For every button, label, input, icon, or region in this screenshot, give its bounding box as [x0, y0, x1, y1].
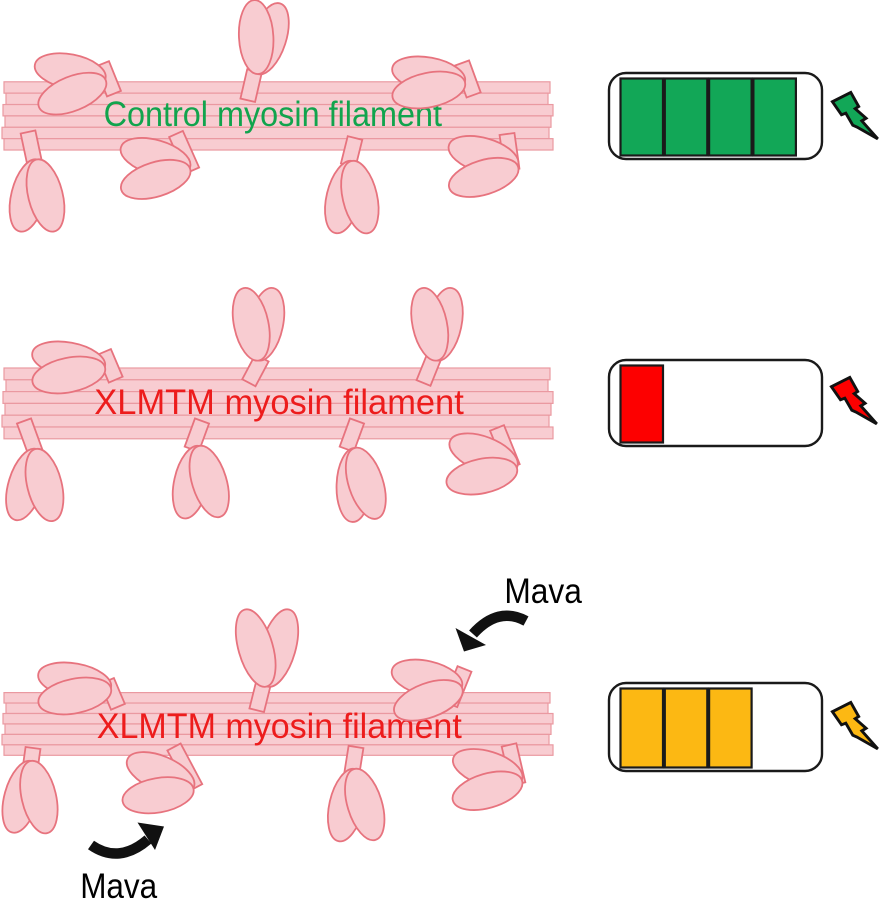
- svg-text:Control myosin filament: Control myosin filament: [104, 95, 443, 134]
- svg-text:Mava: Mava: [80, 867, 157, 900]
- svg-text:Mava: Mava: [504, 572, 582, 611]
- svg-text:XLMTM myosin filament: XLMTM myosin filament: [94, 383, 464, 422]
